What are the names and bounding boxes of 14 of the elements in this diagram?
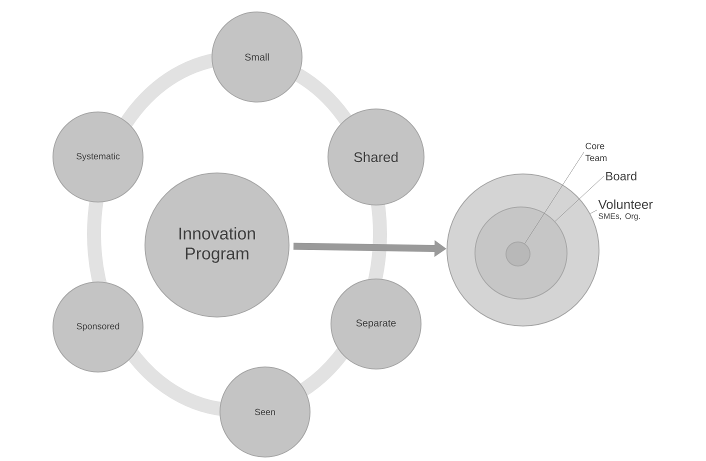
- leader-line: [590, 210, 598, 214]
- label-text: Board: [606, 172, 636, 180]
- target-center-dot: [506, 241, 530, 266]
- target-middle-circle: [474, 206, 568, 300]
- circle-node: Seen: [220, 366, 310, 458]
- circle-node: Shared: [328, 108, 424, 206]
- circle-node: Small: [212, 12, 302, 102]
- leader-line: [524, 152, 584, 244]
- circle-node: Systematic: [52, 111, 144, 202]
- circle-node: Separate: [330, 278, 422, 370]
- circle-node: Sponsored: [52, 281, 144, 372]
- leader-line: [554, 176, 604, 222]
- label-text: Core Team: [585, 142, 607, 162]
- circle-node: Innovation Program: [144, 172, 290, 318]
